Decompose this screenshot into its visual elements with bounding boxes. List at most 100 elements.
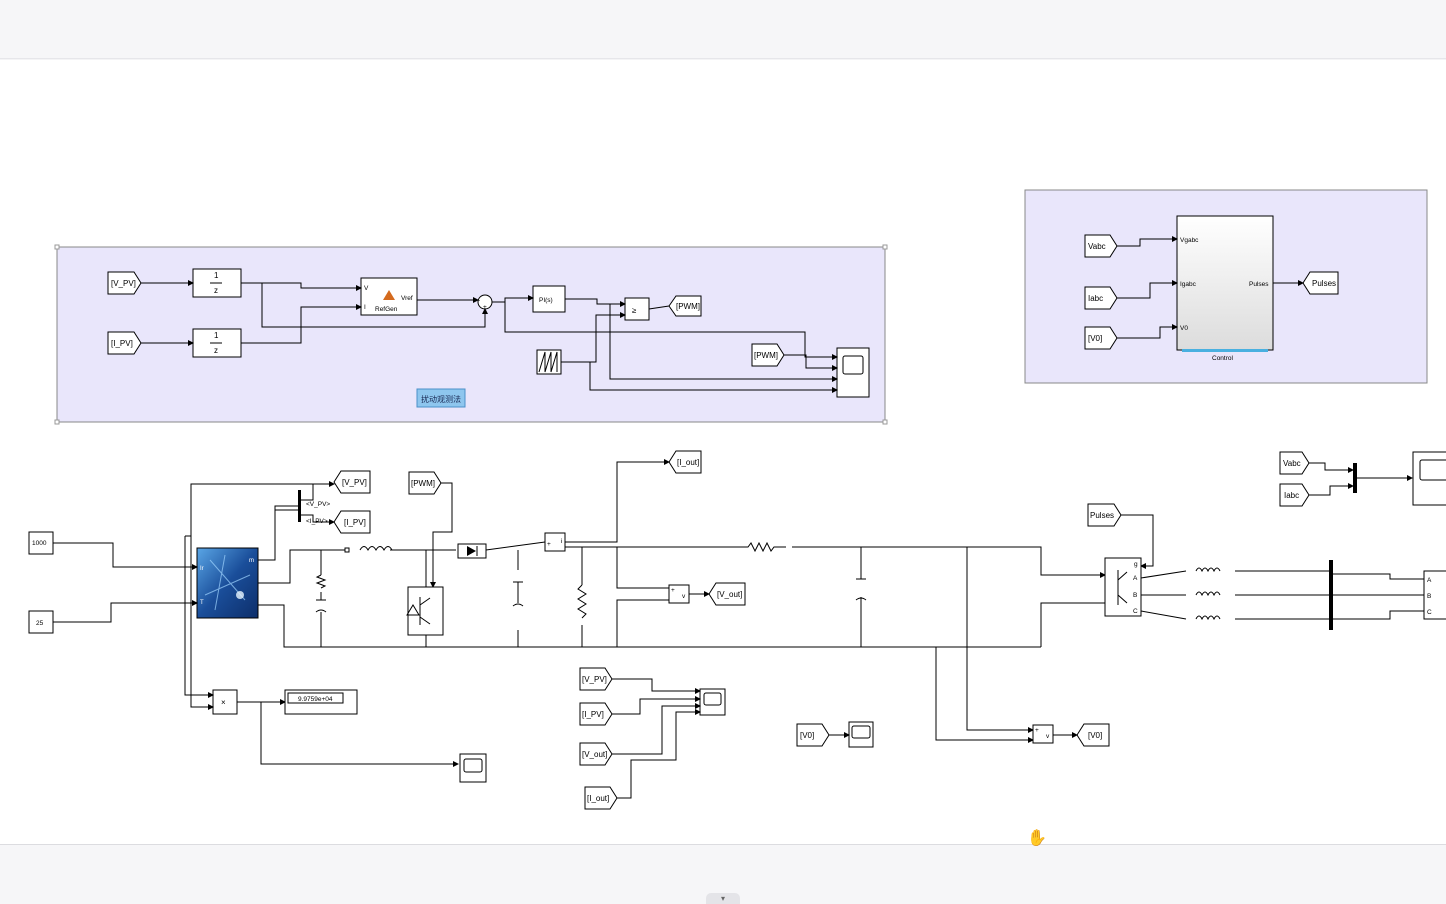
current-measurement-block[interactable]: + i — [544, 532, 566, 552]
svg-text:扰动观测法: 扰动观测法 — [421, 394, 461, 404]
control-area[interactable]: Vabc Iabc [V0] Vgabc Igabc V0 Pulses Con… — [1024, 189, 1428, 384]
mppt-scope-block[interactable] — [836, 347, 870, 398]
mppt-area[interactable]: [V_PV] [I_PV] 1 z 1 z V I Vref RefG — [54, 244, 888, 425]
pi-controller-block[interactable]: PI(s) — [532, 285, 566, 313]
goto-ipv-block[interactable]: [I_PV] — [333, 510, 371, 534]
goto-pwm-block[interactable]: [PWM] — [668, 295, 702, 317]
svg-text:Vabc: Vabc — [1283, 459, 1301, 468]
svg-text:[I_out]: [I_out] — [587, 794, 609, 803]
svg-text:9.9759e+04: 9.9759e+04 — [298, 696, 333, 703]
voltage-measurement-block[interactable]: + v — [668, 584, 690, 604]
svg-text:[PWM]: [PWM] — [754, 351, 778, 360]
svg-text:1000: 1000 — [32, 540, 47, 547]
collapse-panel-button[interactable]: ▾ — [706, 893, 740, 904]
svg-text:[V0]: [V0] — [1088, 334, 1102, 343]
svg-text:Iabc: Iabc — [1284, 491, 1299, 500]
from-iabc-block[interactable]: Iabc — [1279, 483, 1310, 507]
svg-text:A: A — [1427, 577, 1432, 584]
inverter-bridge-block[interactable]: g A B C — [1104, 557, 1142, 617]
measurement-scope-block[interactable] — [699, 688, 726, 716]
scope-from-vpv[interactable]: [V_PV] — [579, 667, 613, 691]
svg-text:[PWM]: [PWM] — [411, 479, 435, 488]
from-vabc-control[interactable]: Vabc — [1084, 234, 1118, 258]
algorithm-label[interactable]: 扰动观测法 — [416, 388, 466, 408]
mux-block[interactable] — [1353, 463, 1357, 493]
unit-delay-block-2[interactable]: 1 z — [192, 328, 242, 358]
svg-text:i: i — [561, 538, 562, 545]
svg-text:Igabc: Igabc — [1180, 281, 1197, 288]
goto-iout-block[interactable]: [I_out] — [668, 450, 702, 474]
vi-measurement-bar[interactable] — [1329, 560, 1333, 630]
from-pwm-block[interactable]: [PWM] — [751, 343, 785, 367]
capacitor-1[interactable] — [315, 599, 327, 613]
goto-vpv-block[interactable]: [V_PV] — [333, 470, 371, 494]
unit-delay-block-1[interactable]: 1 z — [192, 268, 242, 298]
abc-scope-block[interactable] — [1412, 451, 1446, 506]
control-subsystem-block[interactable]: Vgabc Igabc V0 Pulses Control — [1176, 215, 1274, 362]
svg-text:[V_PV]: [V_PV] — [582, 675, 607, 684]
inductor-1[interactable] — [359, 546, 393, 552]
svg-text:[I_out]: [I_out] — [677, 458, 699, 467]
power-stage[interactable]: 1000 25 Ir T m <V_PV> <I_PV> [V_PV] [I_P… — [28, 450, 1446, 810]
scope-from-vout[interactable]: [V_out] — [579, 742, 613, 766]
svg-text:<V_PV>: <V_PV> — [306, 501, 330, 508]
igbt-switch-block[interactable] — [406, 586, 444, 636]
svg-text:g: g — [1134, 561, 1138, 568]
compare-block[interactable]: ≥ — [624, 297, 650, 321]
from-ipv-block[interactable]: [I_PV] — [107, 331, 142, 355]
scope-from-ipv[interactable]: [I_PV] — [579, 702, 613, 726]
from-v0-block[interactable]: [V0] — [796, 723, 830, 747]
capacitor-2[interactable] — [512, 581, 524, 607]
bus-selector-block[interactable] — [298, 490, 301, 522]
load-resistor[interactable] — [577, 584, 587, 619]
power-display-block[interactable]: 9.9759e+04 — [284, 689, 358, 715]
from-vpv-block[interactable]: [V_PV] — [107, 271, 142, 295]
svg-text:m: m — [249, 558, 254, 564]
ac-inductor-c[interactable] — [1195, 615, 1221, 621]
svg-text:[V0]: [V0] — [800, 731, 814, 740]
svg-text:Pulses: Pulses — [1312, 279, 1336, 288]
svg-text:z: z — [214, 286, 218, 295]
svg-text:Pulses: Pulses — [1090, 511, 1114, 520]
from-v0-control[interactable]: [V0] — [1084, 326, 1118, 350]
svg-text:+: + — [547, 541, 551, 548]
product-block[interactable]: × — [212, 689, 238, 715]
irradiance-constant-block[interactable]: 1000 — [28, 531, 54, 555]
v0-measurement-block[interactable]: + v — [1032, 724, 1054, 744]
matlab-icon — [383, 290, 395, 300]
svg-text:1: 1 — [214, 331, 219, 340]
from-pulses-block[interactable]: Pulses — [1087, 503, 1122, 527]
svg-text:Pulses: Pulses — [1249, 281, 1269, 288]
sawtooth-generator-block[interactable] — [536, 349, 562, 375]
from-iabc-control[interactable]: Iabc — [1084, 286, 1118, 310]
goto-v0-block[interactable]: [V0] — [1076, 723, 1110, 747]
svg-text:V0: V0 — [1180, 325, 1188, 332]
svg-text:Iabc: Iabc — [1088, 294, 1103, 303]
ac-inductor-a[interactable] — [1195, 567, 1221, 573]
svg-text:RefGen: RefGen — [375, 306, 398, 313]
ac-inductor-b[interactable] — [1195, 591, 1221, 597]
grid-source-block[interactable]: A B C — [1423, 570, 1446, 620]
goto-vout-block[interactable]: [V_out] — [708, 582, 746, 606]
svg-text:×: × — [221, 698, 226, 707]
refgen-block[interactable]: V I Vref RefGen — [360, 277, 418, 316]
capacitor-3[interactable] — [855, 570, 867, 601]
power-scope-block[interactable] — [459, 753, 487, 783]
svg-text:+: + — [1035, 727, 1039, 734]
temperature-constant-block[interactable]: 25 — [28, 610, 54, 634]
series-resistor[interactable] — [740, 541, 786, 553]
from-pwm-power-block[interactable]: [PWM] — [408, 471, 442, 495]
v0-scope-block[interactable] — [848, 721, 874, 748]
svg-text:C: C — [1427, 609, 1432, 616]
svg-text:Ir: Ir — [200, 566, 204, 572]
goto-pulses-control[interactable]: Pulses — [1302, 271, 1339, 295]
scope-from-iout[interactable]: [I_out] — [584, 786, 618, 810]
svg-text:+: + — [671, 587, 675, 594]
from-vabc-block[interactable]: Vabc — [1279, 451, 1310, 475]
pv-array-block[interactable]: Ir T m — [196, 547, 259, 619]
svg-text:[I_PV]: [I_PV] — [344, 518, 366, 527]
resistor-1[interactable] — [315, 574, 327, 589]
svg-text:v: v — [1046, 733, 1050, 740]
diode-block[interactable] — [457, 543, 487, 559]
